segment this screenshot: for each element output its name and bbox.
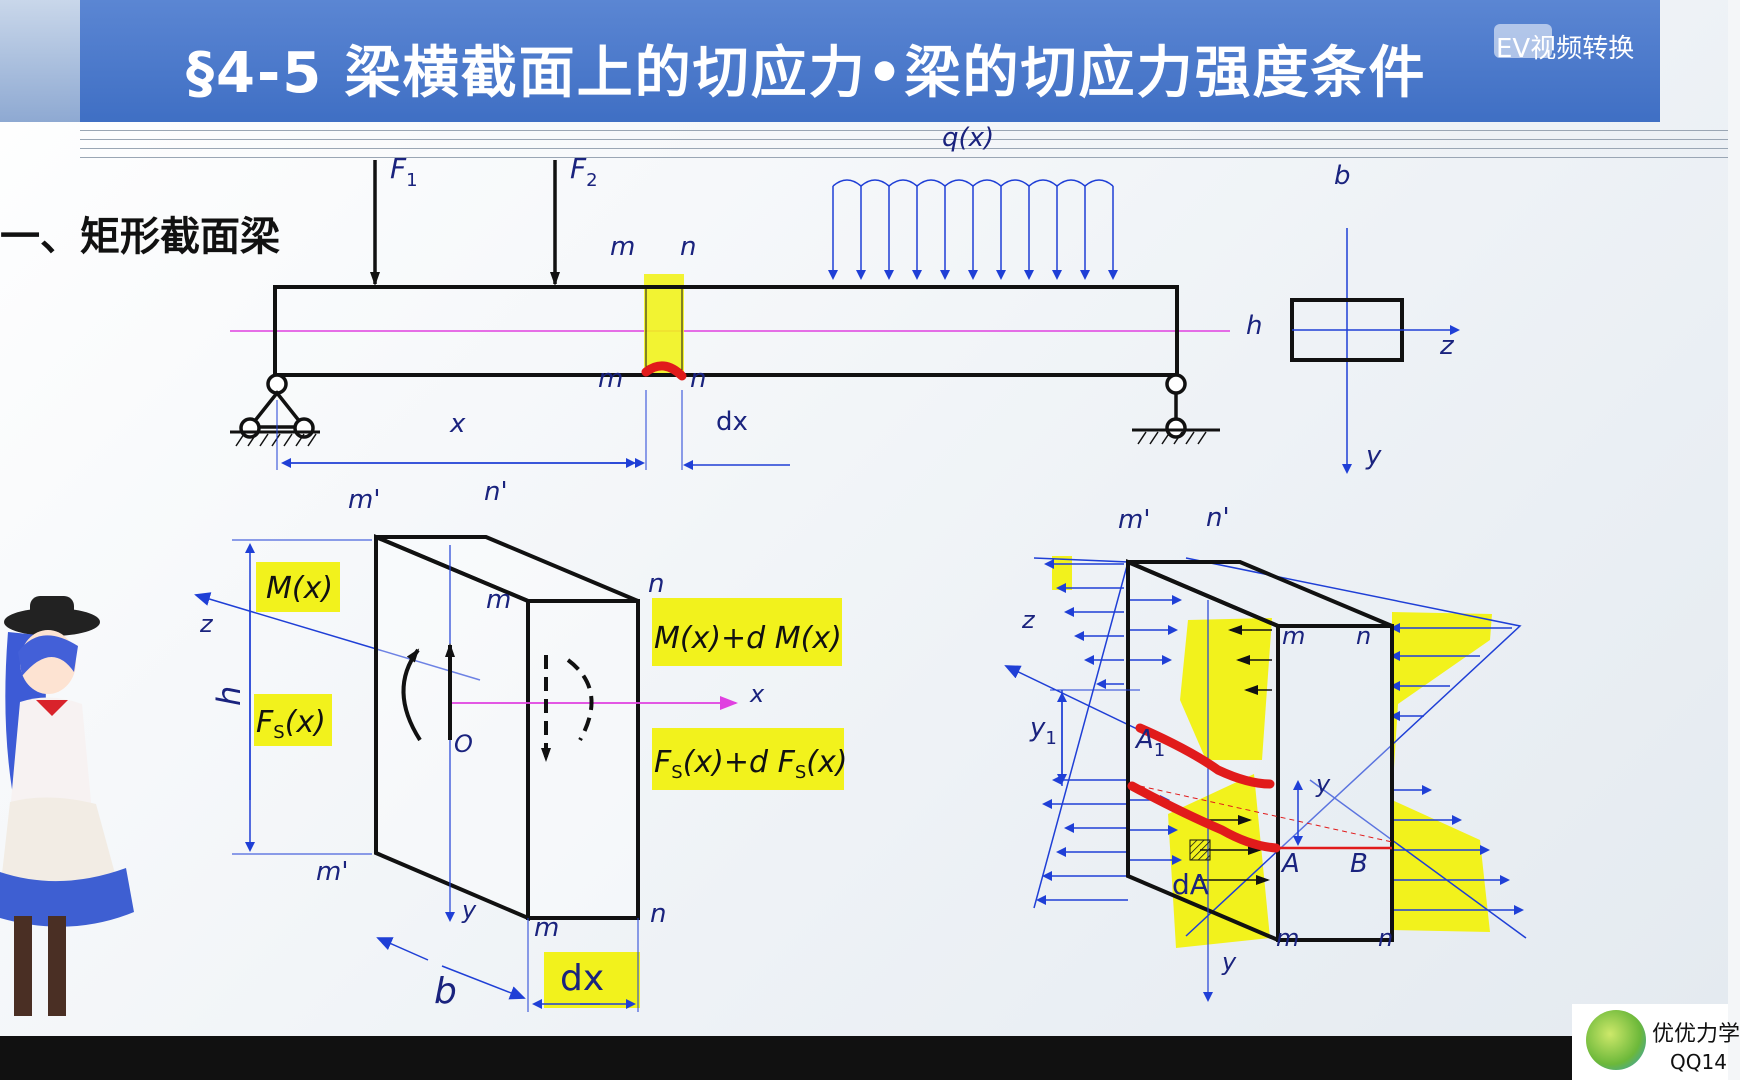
highlight-shear-right — [652, 728, 844, 790]
logo-name: 优优力学 — [1652, 1022, 1740, 1047]
label-stress-m-bottom: m — [1276, 924, 1299, 952]
label-element-n-top: n — [648, 569, 664, 599]
label-element-n-bottom: n — [650, 899, 666, 929]
label-cross-y: y — [1365, 441, 1382, 471]
slide: §4-5 梁横截面上的切应力•梁的切应力强度条件 EV视频转换 一、矩形截面梁 — [0, 0, 1728, 1036]
beam-element: h z x M(x) FS(x) M(x)+d M(x) FS(x)+d FS(… — [194, 477, 847, 1012]
label-dim-h: h — [210, 686, 248, 706]
slide-title: §4-5 梁横截面上的切应力•梁的切应力强度条件 — [186, 41, 1427, 106]
label-f1: F1 — [390, 152, 418, 191]
roller-support-right — [1132, 373, 1220, 445]
highlight-stress-bottom — [1168, 774, 1270, 948]
label-point-a: A — [1280, 849, 1300, 879]
title-rules — [80, 122, 1728, 170]
section-title: 一、矩形截面梁 — [0, 214, 280, 260]
label-section-m-top: m — [610, 232, 635, 262]
label-axis-z-stress: z — [1021, 606, 1036, 634]
label-shear-left: FS(x) — [256, 705, 326, 743]
moment-arrow-left — [401, 648, 422, 742]
label-moment-right: M(x)+d M(x) — [654, 621, 842, 656]
label-cross-z: z — [1439, 331, 1455, 361]
label-moment-left: M(x) — [266, 571, 333, 606]
highlight-moment-right — [652, 598, 842, 666]
label-point-b: B — [1350, 849, 1368, 879]
bottom-black-bar — [0, 1036, 1728, 1080]
highlight-stress-top — [1052, 556, 1072, 590]
logo-icon — [1586, 1010, 1646, 1070]
beam-diagram: F1 F2 q(x) m n m n — [230, 123, 1230, 470]
beam-segment-highlight — [644, 274, 684, 376]
label-axis-y-stress: y — [1221, 948, 1237, 976]
dim-b-right — [441, 965, 526, 1000]
highlight-shear-left — [254, 694, 332, 746]
highlight-stress-mid — [1180, 618, 1272, 760]
label-section-n-bottom: n — [690, 364, 706, 394]
anime-character-illustration — [0, 596, 134, 1016]
label-stress-n-prime: n' — [1206, 503, 1230, 533]
pin-support-left — [230, 373, 320, 447]
red-cut-lower — [1127, 781, 1281, 853]
label-element-n-prime-top: n' — [484, 477, 508, 507]
label-dim-y-stress: y — [1315, 770, 1331, 798]
label-q: q(x) — [942, 123, 994, 153]
ev-badge-icon — [1494, 24, 1552, 58]
moment-arrow-right — [566, 658, 594, 741]
label-shear-right: FS(x)+d FS(x) — [654, 745, 847, 783]
label-area-da: dA — [1172, 868, 1209, 901]
label-element-m-top: m — [486, 585, 511, 615]
label-element-m-prime-bottom: m' — [316, 857, 348, 887]
highlight-dx — [544, 952, 640, 1008]
label-dim-dx: dx — [716, 407, 748, 437]
label-section-m-bottom: m — [598, 364, 623, 394]
label-element-m-prime-top: m' — [348, 485, 380, 515]
label-f2: F2 — [570, 152, 598, 191]
label-stress-m-top: m — [1282, 622, 1305, 650]
cross-section: b h z y — [1246, 161, 1460, 474]
label-dim-b: b — [434, 971, 457, 1012]
stress-element-front-face — [1126, 558, 1280, 944]
red-mark — [641, 361, 687, 381]
red-cut-upper — [1135, 723, 1275, 789]
label-dim-y1: y1 — [1029, 713, 1057, 749]
label-stress-n-bottom: n — [1378, 924, 1393, 952]
label-stress-n-top: n — [1356, 622, 1371, 650]
label-section-n-top: n — [680, 232, 696, 262]
label-element-m-bottom: m — [534, 913, 559, 943]
label-cross-b: b — [1334, 161, 1351, 191]
label-axis-x-element: x — [749, 680, 765, 708]
label-point-a1: A1 — [1134, 725, 1165, 761]
label-dim-dx-element: dx — [560, 958, 604, 999]
axis-z-element — [194, 592, 481, 681]
title-bar — [80, 0, 1660, 122]
stress-element-right-face — [1276, 624, 1394, 942]
label-dim-x: x — [449, 409, 466, 439]
watermark: EV视频转换 — [1496, 34, 1635, 64]
axis-z-stress — [1004, 665, 1161, 741]
label-axis-y-element: y — [461, 896, 477, 924]
label-axis-z-element: z — [199, 610, 214, 638]
label-cross-h: h — [1246, 311, 1262, 341]
highlight-moment-left — [256, 562, 340, 612]
area-element-da — [1189, 839, 1211, 861]
label-stress-m-prime: m' — [1118, 505, 1150, 535]
dim-b-left — [376, 937, 429, 961]
diagram-canvas: F1 F2 q(x) m n m n — [194, 123, 1527, 1012]
logo-qq: QQ14 — [1670, 1050, 1727, 1074]
highlight-stress-right — [1392, 612, 1492, 932]
stress-element: z m' n' m n m n — [1004, 503, 1527, 1002]
distributed-load — [828, 179, 1118, 280]
title-corner-decoration — [0, 0, 80, 122]
label-origin: O — [454, 730, 473, 758]
